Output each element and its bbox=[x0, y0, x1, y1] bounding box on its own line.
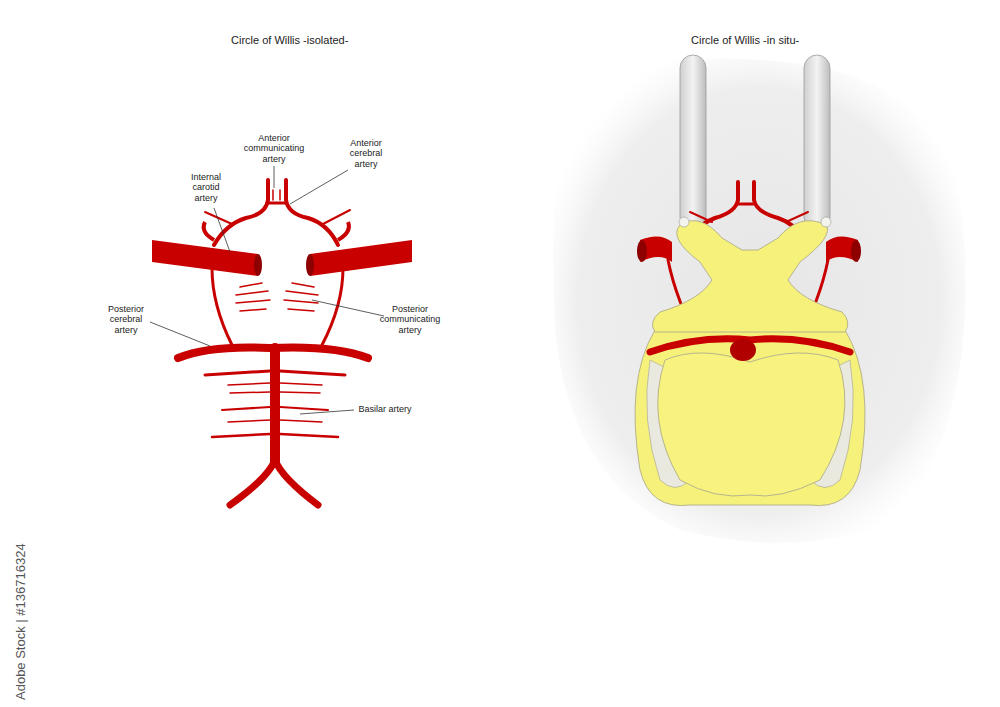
part-label: Anterior cerebral artery bbox=[341, 138, 391, 169]
part-label: Posterior cerebral artery bbox=[101, 304, 151, 335]
part-label: Anterior communicating artery bbox=[234, 133, 314, 164]
part-label: Internal carotid artery bbox=[181, 172, 231, 203]
watermark: Adobe Stock | #136716324 bbox=[14, 543, 29, 700]
internal-carotid bbox=[152, 222, 412, 276]
part-label: Basilar artery bbox=[350, 404, 420, 414]
leader-lines bbox=[150, 166, 384, 414]
isolated-arteries bbox=[178, 180, 368, 505]
in-situ-view bbox=[553, 55, 965, 543]
view-title: Circle of Willis -in situ- bbox=[691, 34, 799, 47]
view-title: Circle of Willis -isolated- bbox=[231, 34, 348, 47]
part-label: Posterior communicating artery bbox=[375, 304, 445, 335]
